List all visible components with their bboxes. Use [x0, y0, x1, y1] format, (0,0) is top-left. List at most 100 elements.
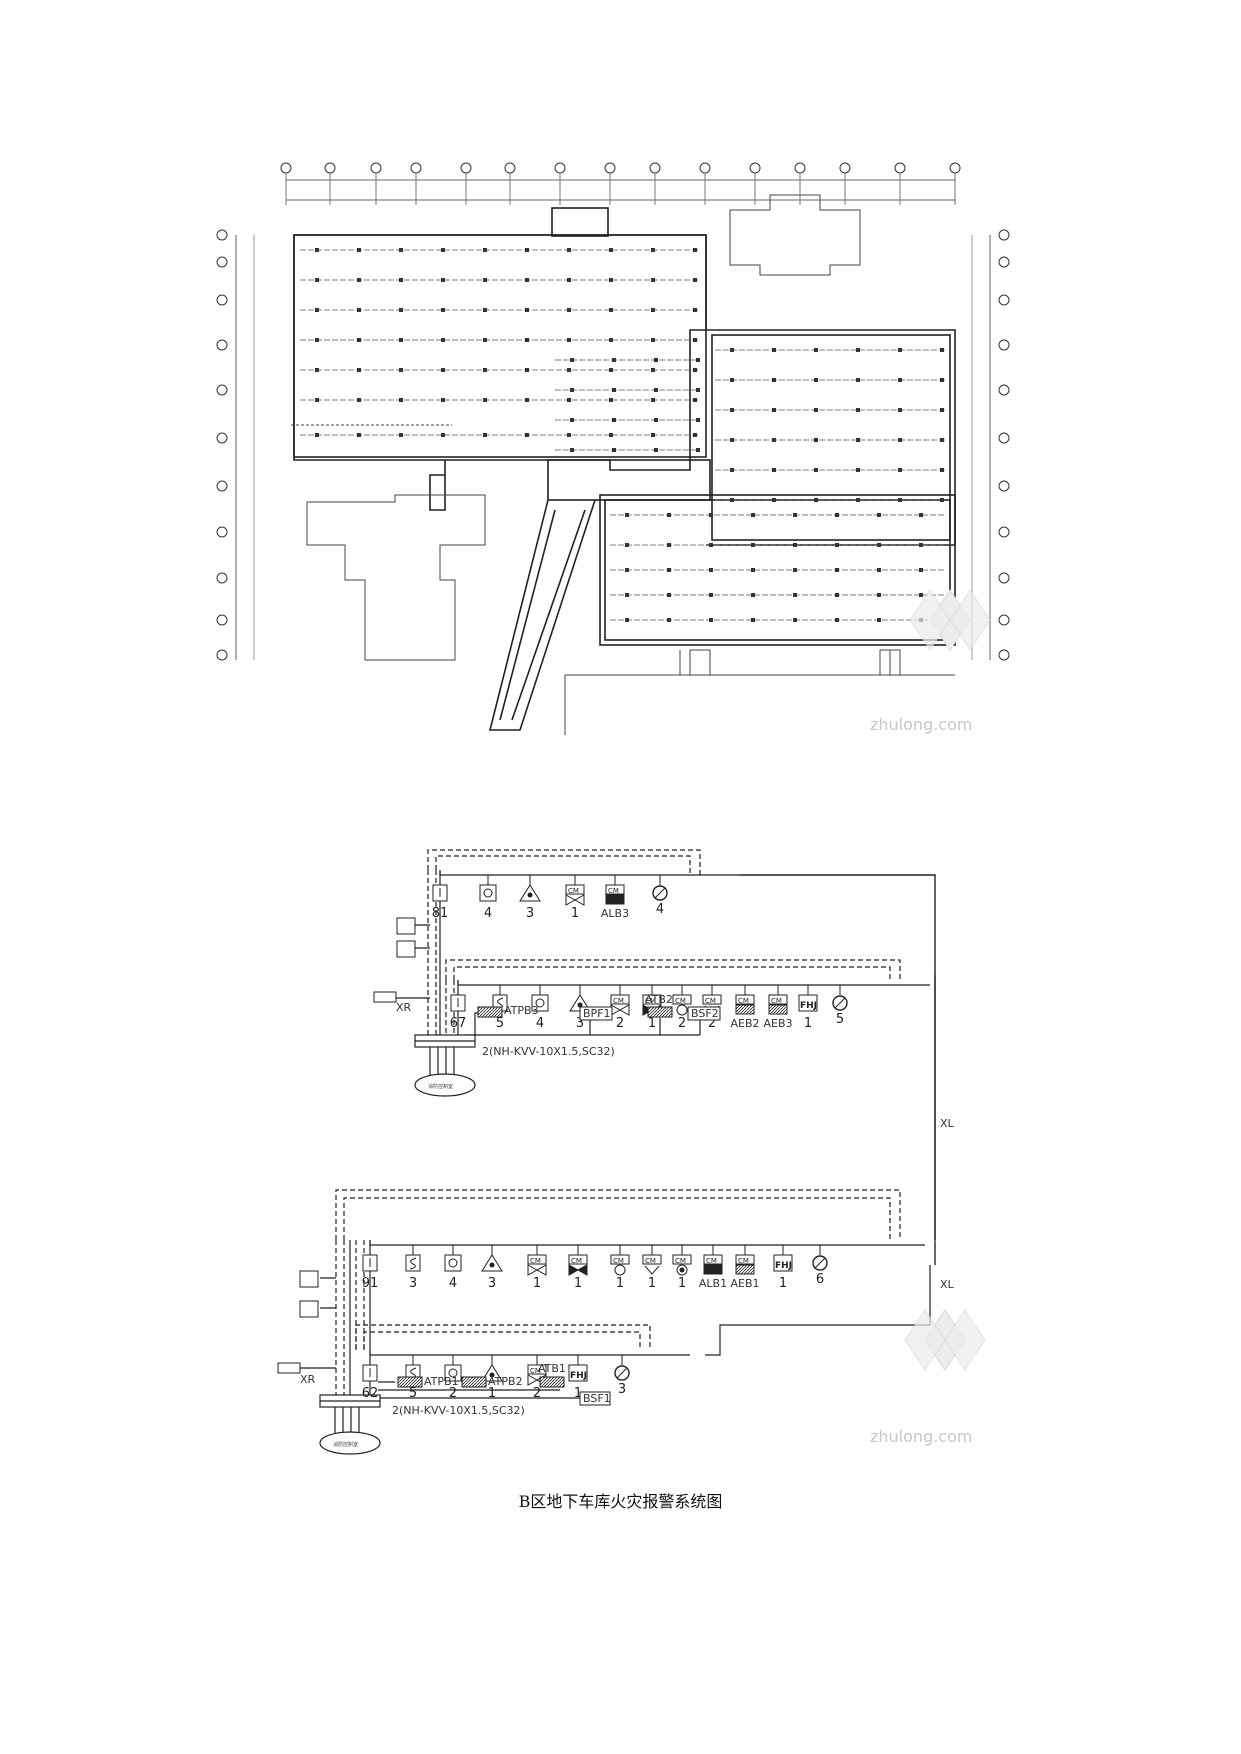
- fhj-label: FHJ: [800, 1001, 817, 1011]
- device-loop-end: 6: [812, 1245, 828, 1287]
- detector-mark: [399, 248, 403, 252]
- svg-text:CM: CM: [571, 1257, 582, 1265]
- check-valve-icon: [644, 1265, 660, 1275]
- device-count: 1: [678, 1276, 686, 1291]
- device-count: 1: [648, 1276, 656, 1291]
- detector-mark: [751, 543, 755, 547]
- device-count: 81: [432, 906, 449, 921]
- control-module-icon: [672, 994, 692, 1005]
- control-room-label: 消防控制室: [428, 1083, 453, 1090]
- detector-mark: [693, 433, 697, 437]
- detector-mark: [814, 408, 818, 412]
- detector-mark: [315, 248, 319, 252]
- device-count: 1: [574, 1386, 582, 1401]
- device-count: 2: [708, 1016, 716, 1031]
- detector-mark: [567, 308, 571, 312]
- detector-mark: [835, 513, 839, 517]
- fire-damper-icon: [773, 1254, 793, 1272]
- grid-axis-bubble-icon: [216, 256, 228, 268]
- detector-mark: [399, 398, 403, 402]
- detector-mark: [525, 398, 529, 402]
- detector-mark: [651, 278, 655, 282]
- detector-mark: [898, 498, 902, 502]
- fire-damper-icon: [568, 1364, 588, 1382]
- detector-mark: [793, 618, 797, 622]
- grid-axis-bubble-icon: [216, 649, 228, 661]
- grid-axis-bubble-icon: [839, 162, 851, 174]
- grid-axis-bubble-icon: [649, 162, 661, 174]
- riser-label: XL: [940, 1117, 955, 1130]
- device-cm-fan: CM2: [610, 985, 630, 1031]
- device-count: 6: [816, 1272, 824, 1287]
- grid-axis-bubble-icon: [998, 526, 1010, 538]
- detector-mark: [751, 513, 755, 517]
- detector-mark: [856, 498, 860, 502]
- device-horn: 3: [519, 875, 541, 921]
- control-module-icon: [527, 1364, 547, 1375]
- detector-mark: [940, 378, 944, 382]
- detector-mark: [793, 568, 797, 572]
- device-count: 3: [526, 906, 534, 921]
- grid-axis-bubble-icon: [894, 162, 906, 174]
- detector-mark: [940, 438, 944, 442]
- device-horn: 1: [481, 1355, 503, 1401]
- device-horn: 3: [481, 1245, 503, 1291]
- valve-icon: [568, 1264, 588, 1276]
- detector-mark: [693, 278, 697, 282]
- grid-axis-bubble-icon: [504, 162, 516, 174]
- fan-icon: [565, 894, 585, 906]
- figure-caption: B区地下车库火灾报警系统图: [518, 1492, 723, 1511]
- detector-mark: [709, 593, 713, 597]
- grid-axis-bubble-icon: [794, 162, 806, 174]
- telephone-icon: [299, 1270, 319, 1288]
- control-module-icon: [605, 884, 625, 895]
- detector-mark: [357, 248, 361, 252]
- control-module-icon: [610, 994, 630, 1005]
- detector-mark: [315, 433, 319, 437]
- detector-mark: [877, 618, 881, 622]
- grid-axis-bubble-icon: [216, 614, 228, 626]
- detector-mark: [835, 618, 839, 622]
- detector-mark: [625, 513, 629, 517]
- detector-mark: [856, 468, 860, 472]
- detector-mark: [693, 308, 697, 312]
- detector-mark: [856, 378, 860, 382]
- detector-mark: [609, 308, 613, 312]
- detector-mark: [793, 543, 797, 547]
- detector-mark: [567, 278, 571, 282]
- detector-mark: [399, 278, 403, 282]
- detector-mark: [612, 358, 616, 362]
- detector-mark: [772, 408, 776, 412]
- detector-mark: [651, 368, 655, 372]
- device-count: 1: [616, 1276, 624, 1291]
- device-count: 5: [496, 1016, 504, 1031]
- device-count: AEB1: [730, 1277, 759, 1290]
- flow-switch-icon: [614, 1264, 626, 1276]
- hydrant-button-icon: [444, 1254, 462, 1272]
- detector-mark: [814, 498, 818, 502]
- detector-mark: [483, 398, 487, 402]
- control-module-icon: [702, 994, 722, 1005]
- device-count: 1: [488, 1386, 496, 1401]
- detector-mark: [525, 433, 529, 437]
- control-module-icon: [565, 884, 585, 895]
- aux-label: BSF1: [583, 1392, 611, 1405]
- svg-text:CM: CM: [771, 997, 782, 1005]
- svg-text:CM: CM: [530, 1367, 541, 1375]
- floor-plan-drawing: zhulong.com: [0, 150, 1241, 770]
- grid-axis-bubble-icon: [216, 384, 228, 396]
- detector-mark: [483, 248, 487, 252]
- detector-mark: [730, 408, 734, 412]
- grid-axis-bubble-icon: [216, 572, 228, 584]
- aux-label: ATPB1: [424, 1375, 459, 1388]
- svg-text:CM: CM: [738, 1257, 749, 1265]
- device-loop-end: 4: [652, 875, 668, 917]
- detector-mark: [651, 308, 655, 312]
- detector-mark: [357, 433, 361, 437]
- device-cm-dot: CM1: [672, 1245, 692, 1291]
- detector-mark: [898, 438, 902, 442]
